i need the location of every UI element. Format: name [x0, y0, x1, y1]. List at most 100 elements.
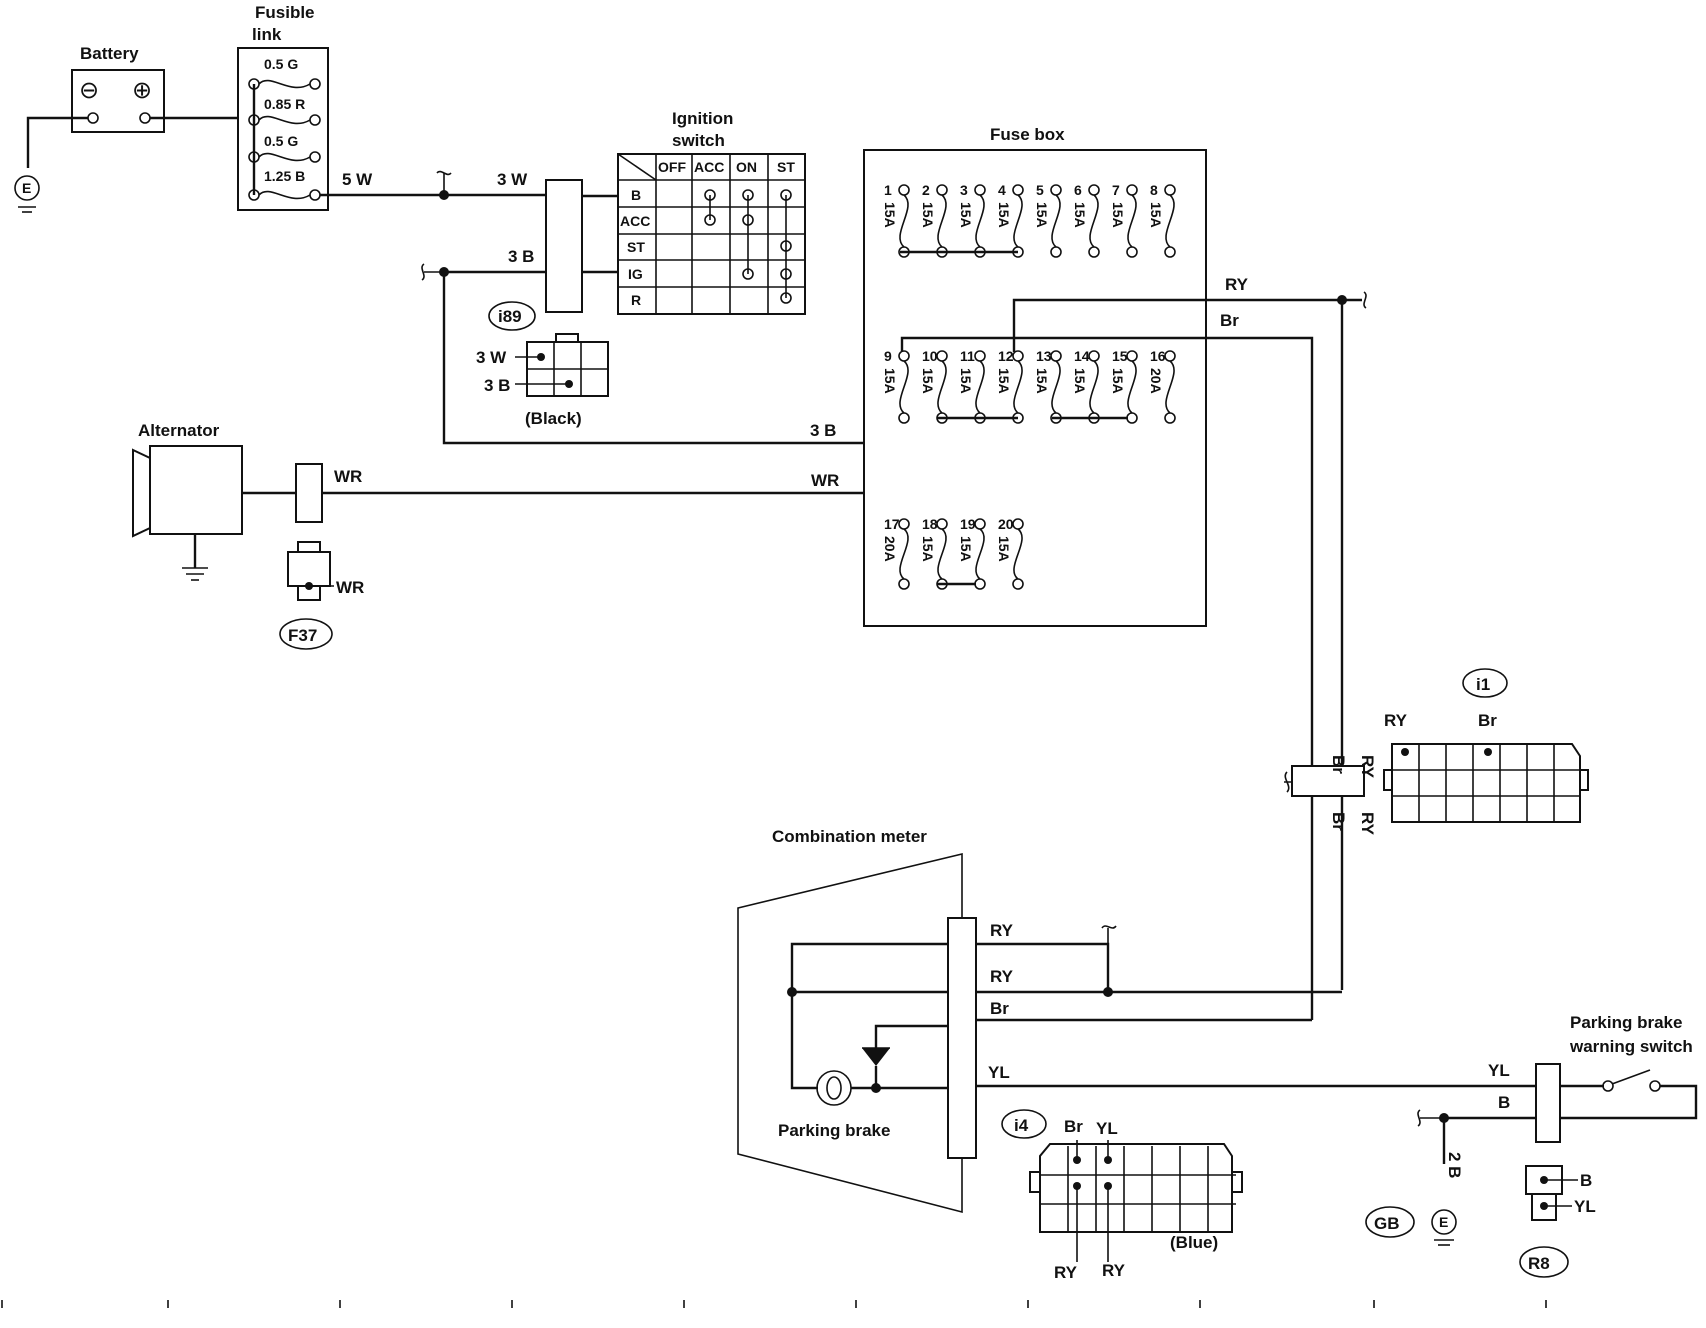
fuse-7-rating: 15A [1110, 202, 1126, 228]
fuse-12-number: 12 [998, 348, 1014, 364]
ign-row-r: R [631, 292, 641, 308]
connector-r8-pin-yl: YL [1574, 1197, 1596, 1216]
fuse-3-rating: 15A [958, 202, 974, 228]
battery-plus-icon: ⊕ [132, 77, 152, 104]
fuse-5-rating: 15A [1034, 202, 1050, 228]
connector-i4-pin-yl: YL [1096, 1119, 1118, 1138]
fuse-13-rating: 15A [1034, 368, 1050, 394]
fuse-4-rating: 15A [996, 202, 1012, 228]
connector-r8-face: B YL R8 [1519, 1165, 1596, 1278]
connector-i89-pin2: 3 B [484, 376, 510, 395]
parking-brake-lamp-icon [816, 1070, 852, 1106]
fuse-9-number: 9 [884, 348, 892, 364]
battery-ground-label: E [22, 180, 31, 196]
fusible-link-2-rating: 0.5 G [264, 133, 298, 149]
fuse-2-rating: 15A [920, 202, 936, 228]
fuse-20-rating: 15A [996, 536, 1012, 562]
fuse-11-number: 11 [960, 348, 975, 364]
connector-i4-color: (Blue) [1170, 1233, 1218, 1252]
connector-f37-pin: WR [336, 578, 364, 597]
fuse-7-number: 7 [1112, 182, 1120, 198]
battery-label: Battery [80, 44, 139, 63]
fusible-link-0: 0.5 G [248, 56, 321, 90]
fusible-link: Fusible link 0.5 G 0.85 R 0.5 G 1.25 B [237, 3, 329, 211]
connector-f37-body [295, 463, 323, 523]
fuse-18-number: 18 [922, 516, 938, 532]
connector-i89-body [545, 179, 583, 313]
combination-meter-label: Combination meter [772, 827, 927, 846]
fuse-15-rating: 15A [1110, 368, 1126, 394]
combination-meter-connector [947, 917, 977, 1159]
fuse-15-number: 15 [1112, 348, 1128, 364]
fuse-16-number: 16 [1150, 348, 1166, 364]
wire-3w-continuation [436, 170, 452, 195]
connector-i89-id: i89 [498, 307, 522, 326]
page-edge-ticks [1, 1300, 1547, 1308]
connector-i89-badge: i89 [488, 301, 536, 331]
ign-col-acc: ACC [694, 159, 724, 175]
fuse-18-rating: 15A [920, 536, 936, 562]
combination-meter: Combination meter [737, 827, 977, 1214]
fusible-link-1: 0.85 R [248, 96, 321, 126]
fuse-box: Fuse box 115A215A315A415A515A615A715A815… [863, 125, 1207, 627]
parking-brake-lamp-label: Parking brake [778, 1121, 890, 1140]
wire-3b-label: 3 B [508, 247, 534, 266]
fusible-link-label-2: link [252, 25, 282, 44]
wire-ry-m2-label: RY [990, 967, 1014, 986]
alternator: Alternator [132, 421, 243, 581]
ign-row-ig: IG [628, 266, 643, 282]
ground-gb: E GB [1365, 1206, 1457, 1246]
fusible-link-0-rating: 0.5 G [264, 56, 298, 72]
wire-ry-vert-label: RY [1358, 755, 1377, 779]
wire-br-vert2-label: Br [1329, 812, 1348, 831]
fuse-9-rating: 15A [882, 368, 898, 394]
fuse-8-rating: 15A [1148, 202, 1164, 228]
connector-f37-id: F37 [288, 626, 317, 645]
fuse-1-rating: 15A [882, 202, 898, 228]
fuse-17-number: 17 [884, 516, 900, 532]
wire-b-sw-label: B [1498, 1093, 1510, 1112]
fuse-5-number: 5 [1036, 182, 1044, 198]
fuse-20-number: 20 [998, 516, 1014, 532]
fusible-link-2: 0.5 G [248, 133, 321, 163]
connector-i4-id: i4 [1014, 1116, 1029, 1135]
battery-ground-wire [26, 116, 88, 168]
parking-brake-switch: Parking brake warning switch [1535, 1013, 1698, 1143]
wire-3b-continuation [421, 263, 444, 281]
wire-3w-label: 3 W [497, 170, 528, 189]
fuse-6-number: 6 [1074, 182, 1082, 198]
wire-br-vert-label: Br [1329, 755, 1348, 774]
connector-i89-color: (Black) [525, 409, 582, 428]
ign-row-acc: ACC [620, 213, 650, 229]
fusible-link-1-rating: 0.85 R [264, 96, 305, 112]
connector-i1-face: i1 RY Br [1383, 668, 1589, 823]
ground-gb-id: GB [1374, 1214, 1400, 1233]
ign-row-st: ST [627, 239, 645, 255]
connector-i4-face: i4 Br YL RY RY (Blue) [1001, 1109, 1243, 1282]
fuse-8-number: 8 [1150, 182, 1158, 198]
fuse-12-rating: 15A [996, 368, 1012, 394]
wire-ry-top [1012, 298, 1342, 352]
wire-br-top-label: Br [1220, 311, 1239, 330]
ignition-switch-label-1: Ignition [672, 109, 733, 128]
connector-i1-pin1: RY [1384, 711, 1408, 730]
wire-2b-label: 2 B [1445, 1152, 1464, 1178]
fuse-17-rating: 20A [882, 536, 898, 562]
ign-row-b: B [631, 187, 641, 203]
fuse-19-rating: 15A [958, 536, 974, 562]
wire-br-m-label: Br [990, 999, 1009, 1018]
fuse-rows: 115A215A315A415A515A615A715A815A915A1015… [882, 182, 1176, 590]
ign-col-st: ST [777, 159, 795, 175]
diode-icon [862, 1048, 890, 1066]
